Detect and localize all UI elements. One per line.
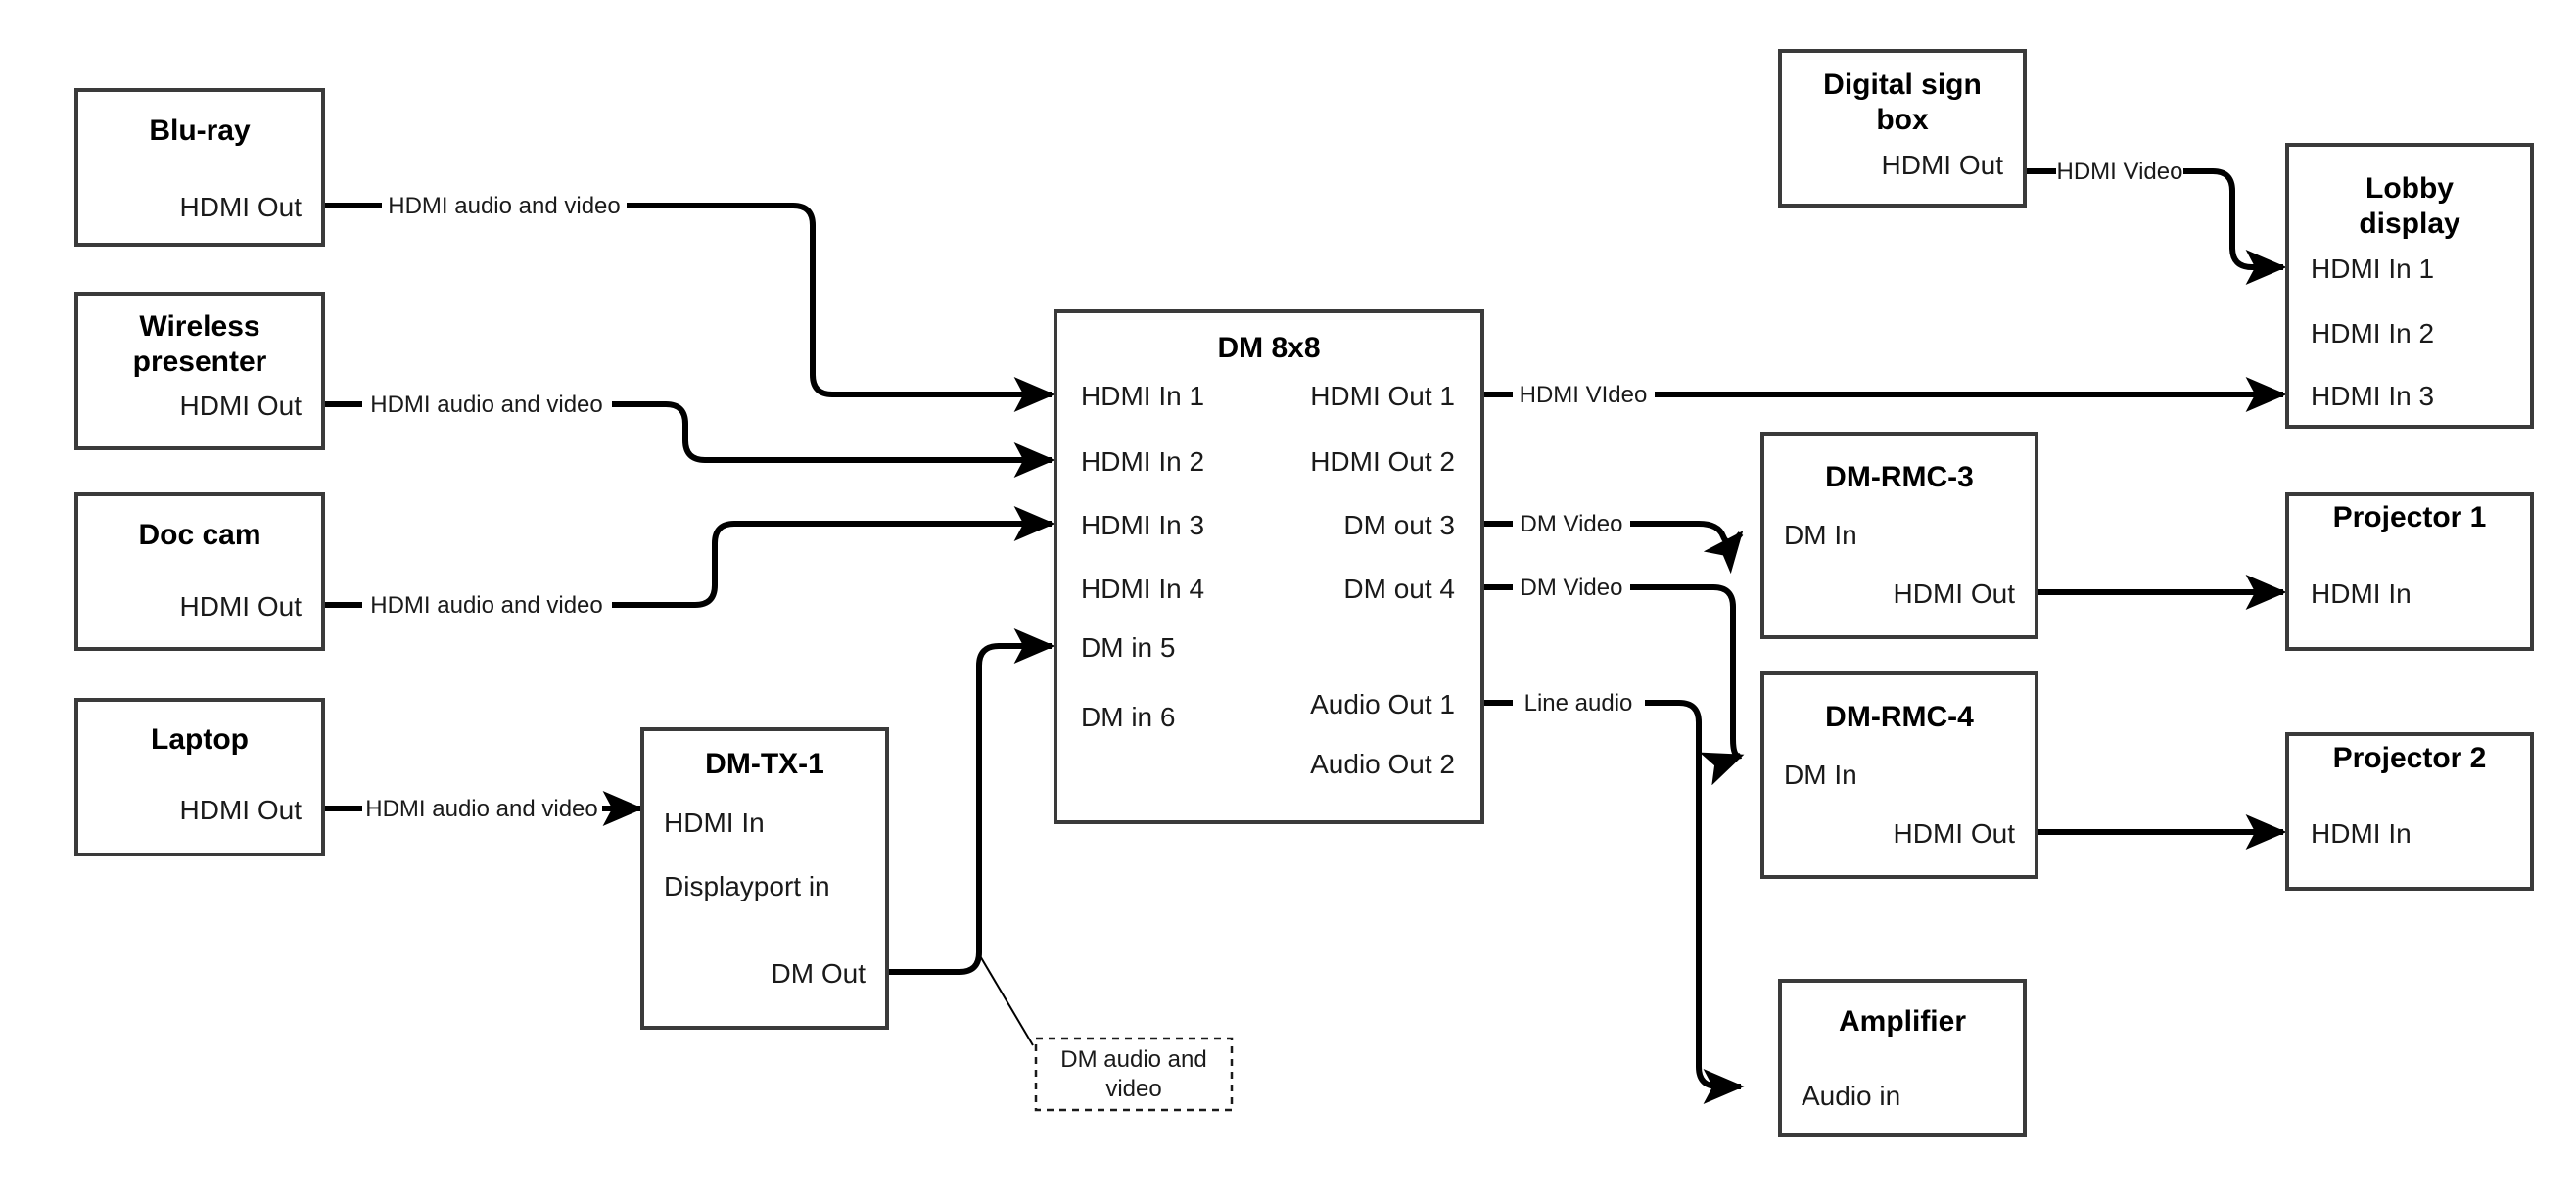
dm-tx-1-title: DM-TX-1	[705, 748, 824, 780]
dm-rmc-4-hdmi-out-port[interactable]: HDMI Out	[1894, 818, 2016, 849]
device-digital-sign-box[interactable]: Digital sign box HDMI Out	[1778, 49, 2027, 208]
dm-8x8-input-dm-in-5[interactable]: DM in 5	[1081, 632, 1175, 663]
dm-8x8-input-hdmi-in-2[interactable]: HDMI In 2	[1081, 446, 1204, 477]
link-label-dm8x8-out3-to-rmc3: DM Video	[1521, 511, 1623, 537]
dm-rmc-3-dm-in-port[interactable]: DM In	[1784, 520, 1857, 550]
doc-cam-hdmi-out-port[interactable]: HDMI Out	[180, 591, 303, 622]
link-label-sign-to-lobby: HDMI Video	[2057, 159, 2183, 185]
dm-tx-1-displayport-in-port[interactable]: Displayport in	[664, 871, 830, 901]
lobby-display-input-hdmi-in-2[interactable]: HDMI In 2	[2311, 318, 2434, 348]
projector-1-box[interactable]	[2285, 492, 2534, 651]
device-amplifier[interactable]: Amplifier Audio in	[1778, 979, 2027, 1137]
dm-audio-video-note-line2: video	[1105, 1076, 1161, 1102]
dm-rmc-4-box[interactable]	[1760, 671, 2038, 879]
device-projector-2[interactable]: Projector 2 HDMI In	[2285, 732, 2534, 891]
wire-dm8x8-out3-to-rmc3	[1480, 524, 1741, 542]
wire-sign-to-lobby	[2022, 168, 2283, 267]
bluray-title: Blu-ray	[149, 115, 251, 147]
device-dm-8x8[interactable]: DM 8x8 HDMI In 1 HDMI In 2 HDMI In 3 HDM…	[1054, 309, 1484, 824]
dm-8x8-input-hdmi-in-3[interactable]: HDMI In 3	[1081, 510, 1204, 540]
doc-cam-title: Doc cam	[138, 519, 260, 551]
dm-8x8-box[interactable]	[1054, 309, 1484, 824]
wire-dmtx1-to-dm8x8	[886, 628, 1055, 975]
dm-rmc-4-dm-in-port[interactable]: DM In	[1784, 760, 1857, 790]
link-label-dm8x8-out1-to-lobby: HDMI VIdeo	[1520, 382, 1648, 408]
device-bluray[interactable]: Blu-ray HDMI Out	[74, 88, 325, 247]
dm-8x8-input-hdmi-in-1[interactable]: HDMI In 1	[1081, 381, 1204, 411]
device-laptop[interactable]: Laptop HDMI Out	[74, 698, 325, 856]
digital-sign-box-title-line2: box	[1876, 104, 1929, 136]
lobby-display-box[interactable]	[2285, 143, 2534, 429]
wire-dm8x8-audio1-to-amplifier	[1480, 700, 1741, 1086]
wire-wireless-to-dm8x8	[323, 401, 1052, 460]
dm-tx-1-box[interactable]	[640, 727, 889, 1030]
dm-audio-video-note-line1: DM audio and	[1060, 1046, 1206, 1073]
bluray-box[interactable]	[74, 88, 325, 247]
dm-audio-video-note-box	[1034, 1037, 1234, 1112]
dm-8x8-title: DM 8x8	[1217, 332, 1320, 364]
wire-doccam-to-dm8x8	[323, 524, 1052, 608]
link-label-laptop-to-dmtx1: HDMI audio and video	[365, 796, 597, 822]
leader-dm-audio-video-note	[978, 953, 1034, 1046]
device-dm-rmc-3[interactable]: DM-RMC-3 DM In HDMI Out	[1760, 432, 2038, 639]
link-label-wireless-to-dm8x8: HDMI audio and video	[370, 392, 602, 418]
device-wireless-presenter[interactable]: Wireless presenter HDMI Out	[74, 292, 325, 450]
lobby-display-input-hdmi-in-3[interactable]: HDMI In 3	[2311, 381, 2434, 411]
wireless-presenter-title-line1: Wireless	[139, 310, 259, 343]
dm-tx-1-hdmi-in-port[interactable]: HDMI In	[664, 808, 765, 838]
laptop-hdmi-out-port[interactable]: HDMI Out	[180, 795, 303, 825]
wireless-presenter-box[interactable]	[74, 292, 325, 450]
amplifier-title: Amplifier	[1839, 1005, 1966, 1038]
bluray-hdmi-out-port[interactable]: HDMI Out	[180, 192, 303, 222]
dm-rmc-3-box[interactable]	[1760, 432, 2038, 639]
projector-2-title: Projector 2	[2333, 742, 2487, 774]
lobby-display-input-hdmi-in-1[interactable]: HDMI In 1	[2311, 254, 2434, 284]
projector-1-hdmi-in-port[interactable]: HDMI In	[2311, 578, 2412, 609]
projector-2-hdmi-in-port[interactable]: HDMI In	[2311, 818, 2412, 849]
dm-8x8-output-hdmi-out-2[interactable]: HDMI Out 2	[1310, 446, 1455, 477]
dm-rmc-3-hdmi-out-port[interactable]: HDMI Out	[1894, 578, 2016, 609]
projector-1-title: Projector 1	[2333, 501, 2487, 533]
doc-cam-box[interactable]	[74, 492, 325, 651]
link-label-doccam-to-dm8x8: HDMI audio and video	[370, 592, 602, 619]
dm-rmc-4-title: DM-RMC-4	[1825, 701, 1974, 733]
note-dm-audio-and-video: DM audio and video	[1034, 1037, 1234, 1112]
laptop-box[interactable]	[74, 698, 325, 856]
dm-tx-1-dm-out-port[interactable]: DM Out	[772, 958, 866, 989]
device-projector-1[interactable]: Projector 1 HDMI In	[2285, 492, 2534, 651]
dm-8x8-output-audio-out-1[interactable]: Audio Out 1	[1310, 689, 1455, 719]
amplifier-audio-in-port[interactable]: Audio in	[1802, 1081, 1900, 1111]
amplifier-box[interactable]	[1778, 979, 2027, 1137]
dm-8x8-output-dm-out-3[interactable]: DM out 3	[1343, 510, 1455, 540]
projector-2-box[interactable]	[2285, 732, 2534, 891]
link-label-dm8x8-out4-to-rmc4: DM Video	[1521, 575, 1623, 601]
link-label-audio1-to-amplifier: Line audio	[1524, 690, 1633, 716]
wireless-presenter-title-line2: presenter	[133, 346, 267, 378]
laptop-title: Laptop	[151, 723, 249, 756]
device-dm-tx-1[interactable]: DM-TX-1 HDMI In Displayport in DM Out	[640, 727, 889, 1030]
digital-sign-box-title-line1: Digital sign	[1823, 69, 1982, 101]
digital-sign-box-box[interactable]	[1778, 49, 2027, 208]
dm-8x8-output-hdmi-out-1[interactable]: HDMI Out 1	[1310, 381, 1455, 411]
lobby-display-title-line2: display	[2359, 208, 2460, 240]
link-label-bluray-to-dm8x8: HDMI audio and video	[388, 193, 620, 219]
wire-bluray-to-dm8x8	[323, 203, 1052, 394]
device-dm-rmc-4[interactable]: DM-RMC-4 DM In HDMI Out	[1760, 671, 2038, 879]
device-doc-cam[interactable]: Doc cam HDMI Out	[74, 492, 325, 651]
device-lobby-display[interactable]: Lobby display HDMI In 1 HDMI In 2 HDMI I…	[2285, 143, 2534, 429]
dm-8x8-output-audio-out-2[interactable]: Audio Out 2	[1310, 749, 1455, 779]
dm-8x8-input-dm-in-6[interactable]: DM in 6	[1081, 702, 1175, 732]
dm-rmc-3-title: DM-RMC-3	[1825, 461, 1974, 493]
lobby-display-title-line1: Lobby	[2365, 172, 2454, 205]
digital-sign-box-hdmi-out-port[interactable]: HDMI Out	[1882, 150, 2004, 180]
wire-dm8x8-out4-to-rmc4	[1480, 584, 1741, 756]
wireless-presenter-hdmi-out-port[interactable]: HDMI Out	[180, 391, 303, 421]
dm-8x8-input-hdmi-in-4[interactable]: HDMI In 4	[1081, 574, 1204, 604]
dm-8x8-output-dm-out-4[interactable]: DM out 4	[1343, 574, 1455, 604]
